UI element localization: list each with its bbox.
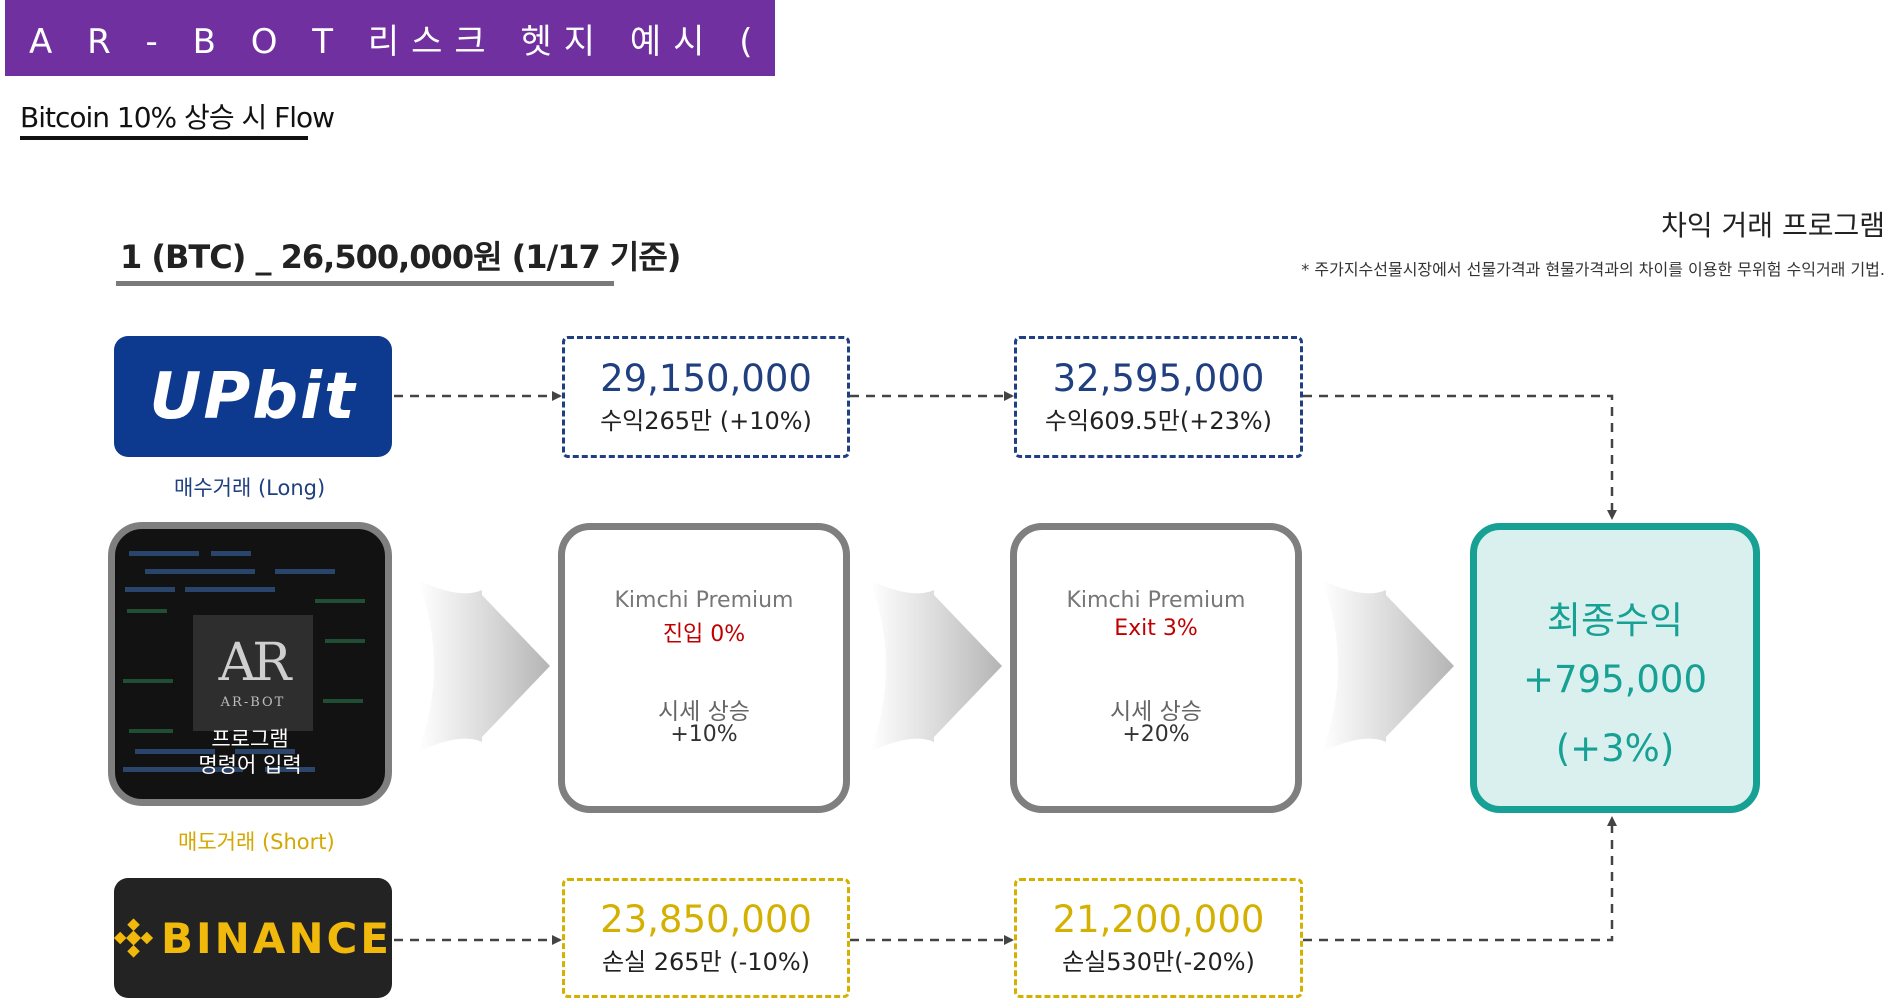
btc-price-title: 1 (BTC) _ 26,500,000원 (1/17 기준) <box>120 238 681 276</box>
price-underline <box>116 281 614 286</box>
code-background <box>123 551 365 772</box>
arbitrage-note: * 주가지수선물시장에서 선물가격과 현물가격과의 차이를 이용한 무위험 수익… <box>1301 260 1885 279</box>
long-step-2-value: 32,595,000 <box>1052 357 1265 401</box>
stage-2-premium-value: Exit 3% <box>1114 616 1198 641</box>
stage-2-box: Kimchi Premium Exit 3% 시세 상승 +20% <box>1010 523 1302 813</box>
final-profit-box: 최종수익 +795,000 (+3%) <box>1470 523 1760 813</box>
final-profit-title: 최종수익 <box>1546 599 1684 642</box>
flow-subtitle: Bitcoin 10% 상승 시 Flow <box>20 101 335 134</box>
long-step-1-value: 29,150,000 <box>600 357 812 401</box>
short-step-1-box: 23,850,000 손실 265만 (-10%) <box>562 878 850 998</box>
arbot-brand-text: AR-BOT <box>220 694 286 710</box>
binance-logo: BINANCE <box>114 878 392 998</box>
arbot-monogram: AR AR-BOT <box>193 615 313 731</box>
subtitle-underline <box>20 136 308 140</box>
upbit-logo: UPbit <box>114 336 392 457</box>
short-step-2-detail: 손실530만(-20%) <box>1062 947 1255 976</box>
upbit-logo-text: UPbit <box>149 359 357 434</box>
chevron-arrow-3 <box>1322 580 1454 752</box>
short-step-2-box: 21,200,000 손실530만(-20%) <box>1014 878 1303 998</box>
short-step-2-value: 21,200,000 <box>1052 898 1265 942</box>
connector-long2-final <box>1303 394 1617 520</box>
stage-2-premium-label: Kimchi Premium <box>1066 588 1246 613</box>
binance-diamond-icon <box>114 918 154 958</box>
stage-1-box: Kimchi Premium 진입 0% 시세 상승 +10% <box>558 523 850 813</box>
stage-1-market-label: 시세 상승 <box>658 699 750 725</box>
stage-1-market-value: +10% <box>670 722 738 747</box>
chevron-arrow-2 <box>870 580 1002 752</box>
stage-2-market-value: +20% <box>1122 722 1190 747</box>
final-profit-percent: (+3%) <box>1555 727 1675 770</box>
stage-1-premium-label: Kimchi Premium <box>614 588 794 613</box>
final-profit-amount: +795,000 <box>1522 658 1707 701</box>
chevron-arrow-1 <box>418 580 550 752</box>
short-step-1-detail: 손실 265만 (-10%) <box>601 947 811 976</box>
program-label-2: 명령어 입력 <box>198 753 302 777</box>
header-band: A R - B O T 리스크 헷지 예시 ( 1 ) <box>5 0 857 76</box>
long-caption: 매수거래 (Long) <box>174 476 326 500</box>
monogram-text: AR <box>218 632 292 693</box>
long-step-1-box: 29,150,000 수익265만 (+10%) <box>562 336 850 458</box>
stage-1-premium-value: 진입 0% <box>662 622 746 647</box>
binance-logo-text: BINANCE <box>161 913 392 963</box>
long-step-1-detail: 수익265만 (+10%) <box>600 406 812 435</box>
program-label-1: 프로그램 <box>211 727 289 751</box>
page-title: A R - B O T 리스크 헷지 예시 ( 1 ) <box>29 21 870 62</box>
arbot-program-box: AR AR-BOT 프로그램 명령어 입력 <box>108 522 392 806</box>
connector-short2-final <box>1303 816 1617 942</box>
stage-2-market-label: 시세 상승 <box>1110 699 1202 725</box>
long-step-2-detail: 수익609.5만(+23%) <box>1044 406 1273 435</box>
short-step-1-value: 23,850,000 <box>600 898 812 942</box>
short-caption: 매도거래 (Short) <box>178 830 335 854</box>
long-step-2-box: 32,595,000 수익609.5만(+23%) <box>1014 336 1303 458</box>
arbitrage-title: 차익 거래 프로그램 <box>1661 209 1885 242</box>
